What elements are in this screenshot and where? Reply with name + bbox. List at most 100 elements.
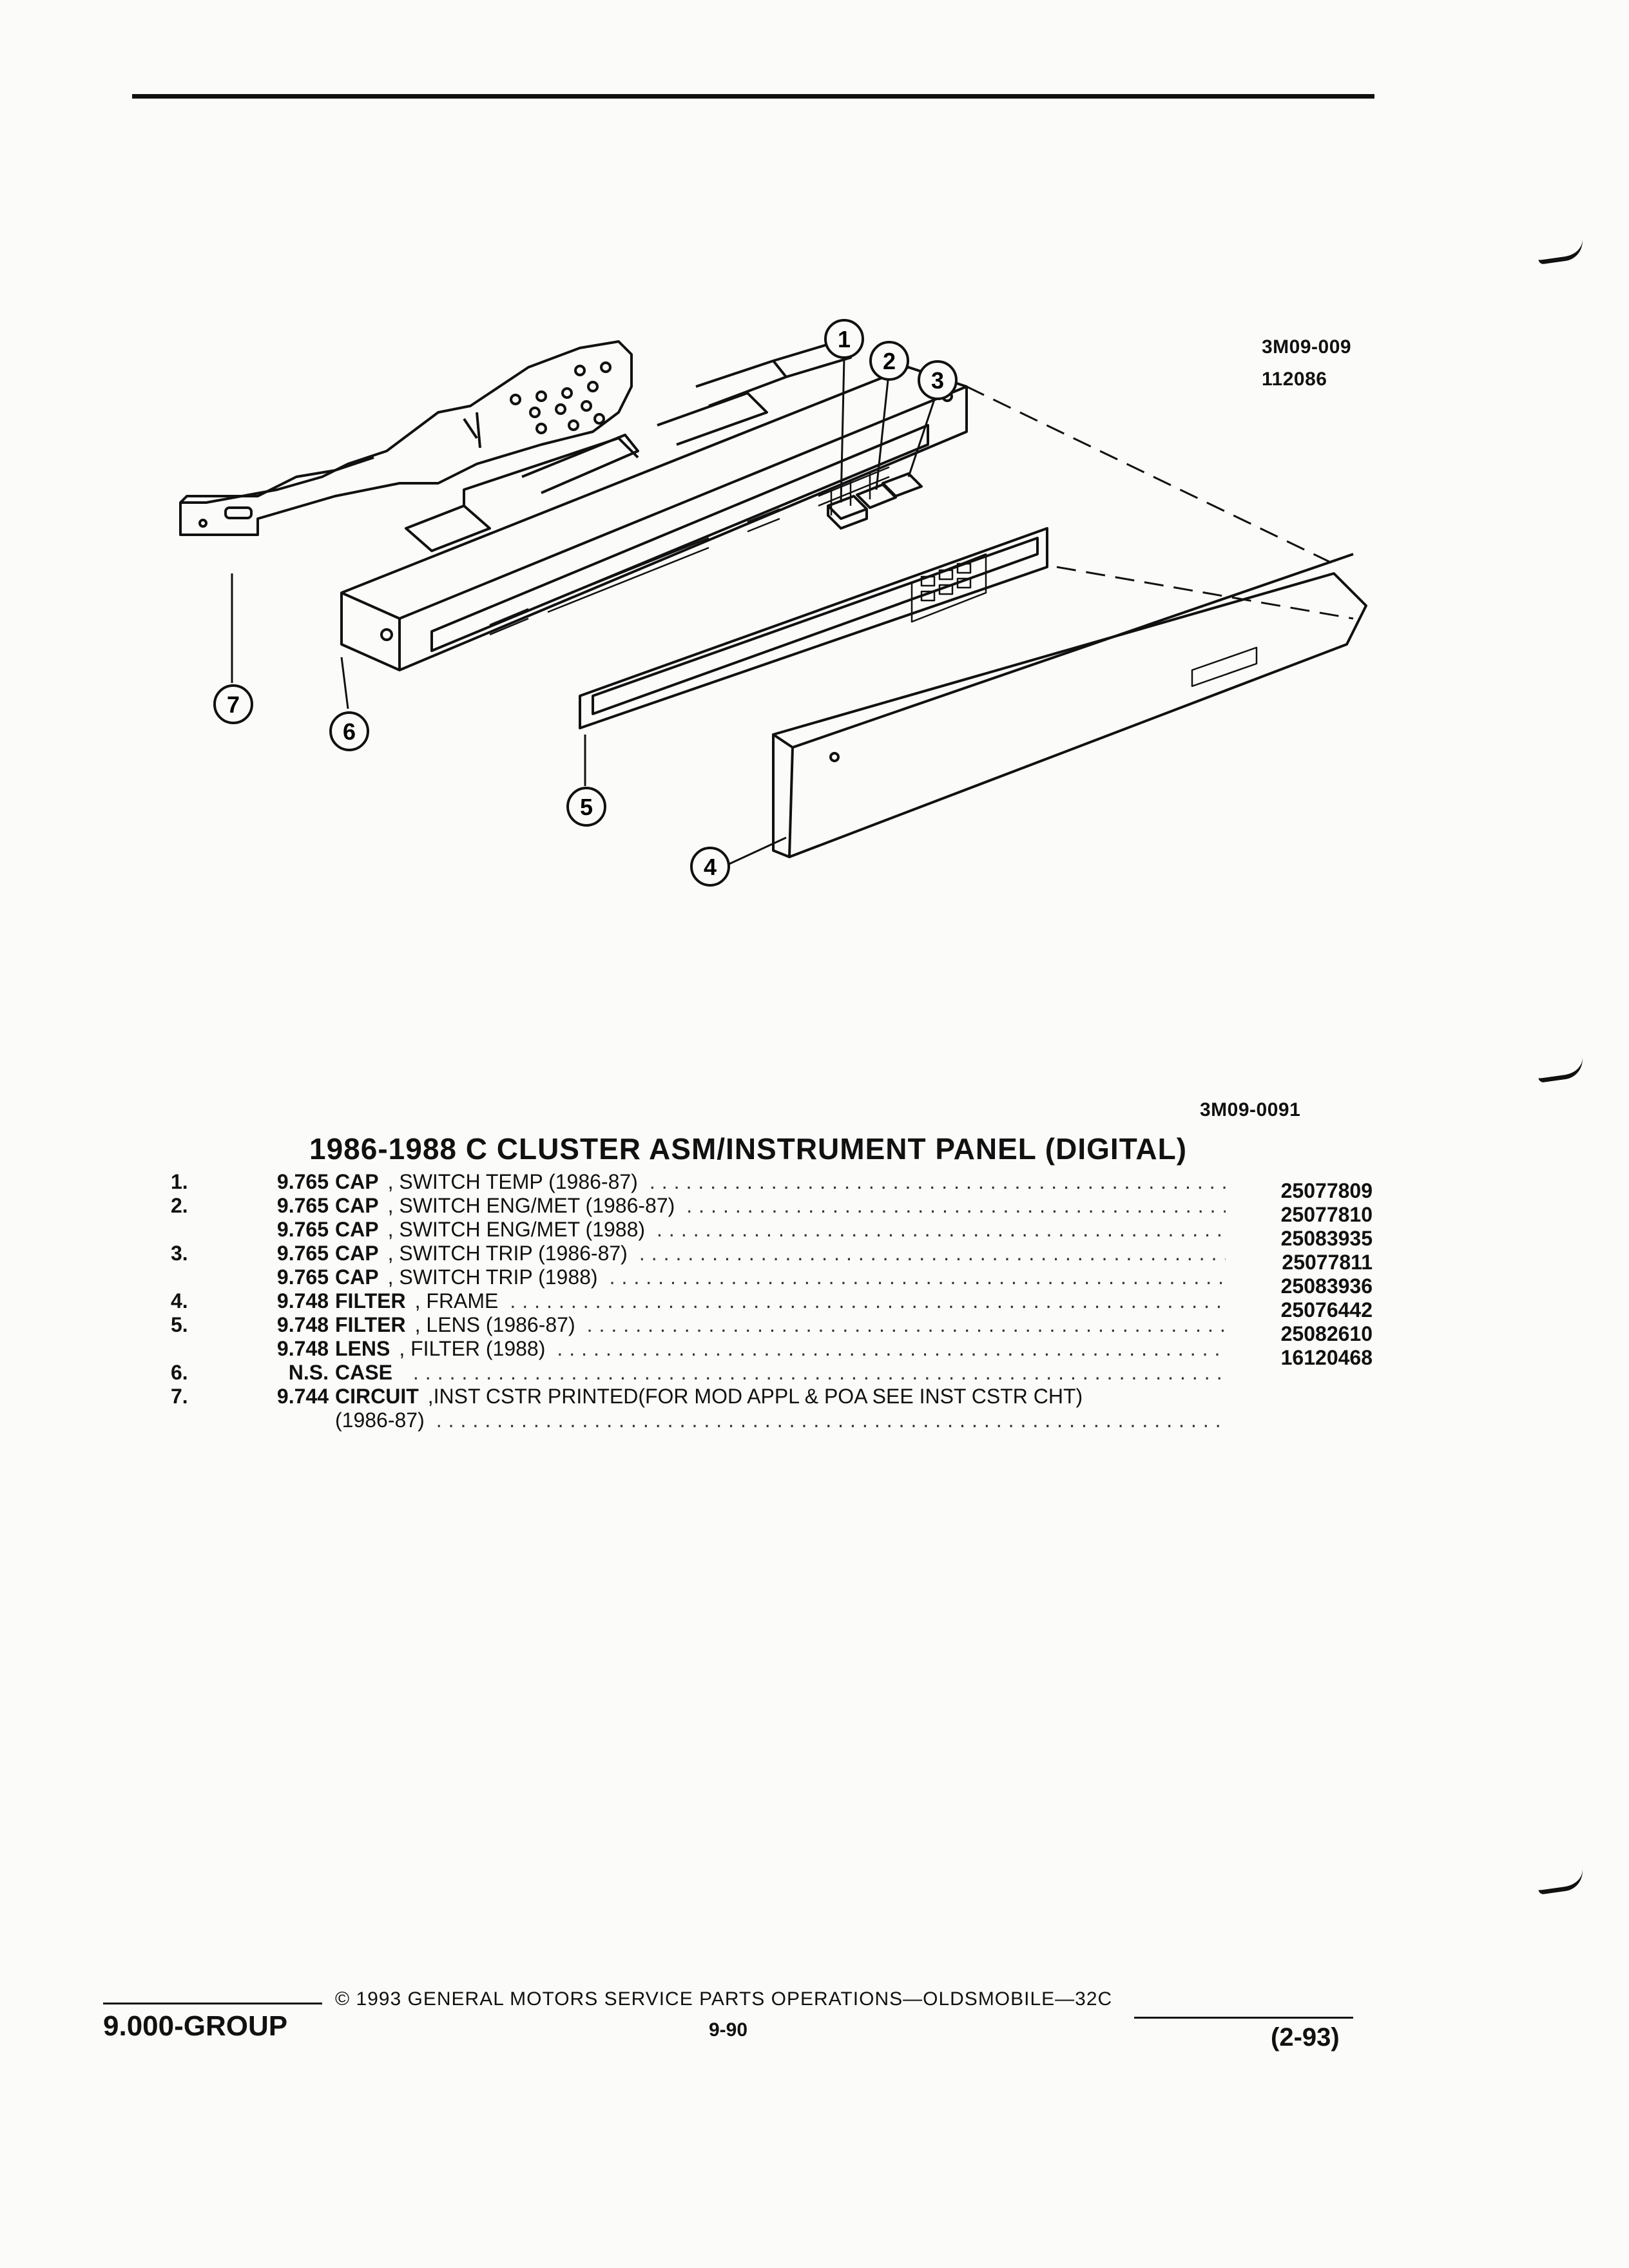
binding-mark [1536, 238, 1585, 265]
svg-text:4: 4 [704, 854, 717, 880]
part-description: FILTER, FRAME...........................… [335, 1289, 1226, 1313]
group-code: 9.765 [276, 1170, 329, 1193]
part-description: (1986-87)...............................… [335, 1408, 1226, 1432]
part-name: CASE [335, 1361, 392, 1384]
binding-mark [1536, 1057, 1585, 1083]
svg-text:2: 2 [883, 348, 896, 374]
part-name: FILTER [335, 1313, 406, 1336]
group-code: N.S. [288, 1361, 329, 1384]
item-number: 7. [171, 1385, 188, 1408]
callout-1: 1 [824, 319, 864, 359]
callout-2: 2 [869, 341, 909, 381]
part-detail: , LENS (1986-87) [414, 1313, 575, 1336]
lens-filter-illustration [579, 527, 1048, 729]
section-title: 1986-1988 C CLUSTER ASM/INSTRUMENT PANEL… [309, 1132, 1188, 1166]
parts-row: (1986-87)...............................… [161, 1408, 1373, 1432]
part-description: CAP, SWITCH TRIP (1988).................… [335, 1265, 1226, 1289]
figure-code: 3M09-009 [1262, 336, 1352, 358]
parts-row: 3. 9.765 CAP , SWITCH TRIP (1986-87).......… [161, 1242, 1373, 1274]
item-number: 5. [171, 1313, 188, 1336]
page-number: 9-90 [709, 2019, 748, 2041]
part-detail: (1986-87) [335, 1408, 425, 1432]
part-name: LENS [335, 1337, 390, 1360]
svg-text:5: 5 [580, 794, 593, 820]
part-detail: , SWITCH ENG/MET (1986-87) [387, 1194, 675, 1217]
part-description: CAP , SWITCH ENG/MET (1986-87)...........… [335, 1194, 1226, 1218]
callout-5: 5 [566, 787, 606, 827]
leader-dots: ........................................… [657, 1218, 1226, 1241]
part-description: FILTER , LENS (1986-87)..................… [335, 1313, 1226, 1337]
group-code: 9.748 [276, 1289, 329, 1312]
part-name: CIRCUIT [335, 1385, 419, 1408]
part-description: LENS, FILTER (1988).....................… [335, 1337, 1226, 1361]
group-code: 9.765 [276, 1242, 329, 1265]
leader-dots: ........................................… [649, 1170, 1226, 1193]
parts-row: 9.748 LENS, FILTER (1988)................… [161, 1337, 1373, 1369]
part-detail: ,INST CSTR PRINTED(FOR MOD APPL & POA SE… [427, 1385, 1083, 1408]
illustration-code: 3M09-0091 [1200, 1099, 1301, 1120]
revision-date: (2-93) [1271, 2023, 1340, 2052]
part-name: CAP [335, 1194, 379, 1217]
callout-bubbles: 1 2 3 4 5 6 7 [213, 319, 958, 887]
parts-row: 7. 9.744 CIRCUIT ,INST CSTR PRINTED(FOR MOD… [161, 1385, 1373, 1408]
part-description: CIRCUIT ,INST CSTR PRINTED(FOR MOD APPL &… [335, 1385, 1226, 1408]
leader-dots: ........................................… [639, 1242, 1226, 1265]
part-detail: , FRAME [414, 1289, 499, 1312]
leader-dots: ........................................… [686, 1194, 1226, 1217]
part-name: CAP [335, 1242, 379, 1265]
callout-leaders [231, 358, 936, 867]
callout-4: 4 [690, 847, 730, 887]
item-number: 4. [171, 1289, 188, 1312]
part-name: CAP [335, 1265, 379, 1289]
group-code: 9.765 [276, 1194, 329, 1217]
group-code: 9.748 [276, 1337, 329, 1360]
footer-group: 9.000-GROUP [103, 2010, 288, 2042]
part-description: CASE....................................… [335, 1361, 1226, 1385]
part-number: 25077810 [1280, 1203, 1373, 1226]
leader-dots: ........................................… [586, 1313, 1226, 1336]
part-name: FILTER [335, 1289, 406, 1312]
part-description: CAP , SWITCH ENG/MET (1988)..............… [335, 1218, 1226, 1242]
assembly-leader-lines [966, 385, 1354, 620]
callout-6: 6 [329, 711, 369, 751]
svg-text:6: 6 [343, 718, 356, 745]
item-number: 6. [171, 1361, 188, 1384]
footer-rule-right [1134, 2017, 1353, 2019]
callout-7: 7 [213, 684, 253, 724]
part-number: 25083935 [1280, 1227, 1373, 1250]
part-number: 25082610 [1280, 1322, 1373, 1345]
part-number: 25076442 [1280, 1298, 1373, 1321]
switch-caps-illustration [827, 472, 923, 530]
part-detail: , SWITCH TRIP (1986-87) [387, 1242, 628, 1265]
part-detail: , SWITCH ENG/MET (1988) [387, 1218, 646, 1241]
item-number: 2. [171, 1194, 188, 1217]
group-code: 9.765 [276, 1265, 329, 1289]
item-number: 3. [171, 1242, 188, 1265]
figure-date-code: 112086 [1262, 369, 1327, 390]
circuit-board-illustration [179, 340, 633, 536]
part-detail: , SWITCH TEMP (1986-87) [387, 1170, 638, 1193]
leader-dots: ........................................… [557, 1337, 1226, 1360]
case-illustration [340, 340, 968, 671]
parts-row: 6. N.S. CASE..............................… [161, 1361, 1373, 1385]
callout-3: 3 [918, 360, 958, 400]
group-code: 9.744 [276, 1385, 329, 1408]
footer-rule-left [103, 2003, 322, 2004]
leader-dots: ........................................… [609, 1265, 1226, 1289]
svg-text:3: 3 [931, 367, 944, 394]
group-code: 9.765 [276, 1218, 329, 1241]
part-description: CAP , SWITCH TRIP (1986-87)..............… [335, 1242, 1226, 1265]
leader-dots: ........................................… [412, 1361, 1226, 1384]
leader-dots: ........................................… [436, 1408, 1226, 1432]
svg-text:7: 7 [227, 691, 240, 718]
exploded-view-diagram: 1 2 3 4 5 6 7 [179, 319, 1367, 887]
part-name: CAP [335, 1218, 379, 1241]
part-name: CAP [335, 1170, 379, 1193]
parts-row: 9.765 CAP , SWITCH ENG/MET (1988).........… [161, 1218, 1373, 1250]
